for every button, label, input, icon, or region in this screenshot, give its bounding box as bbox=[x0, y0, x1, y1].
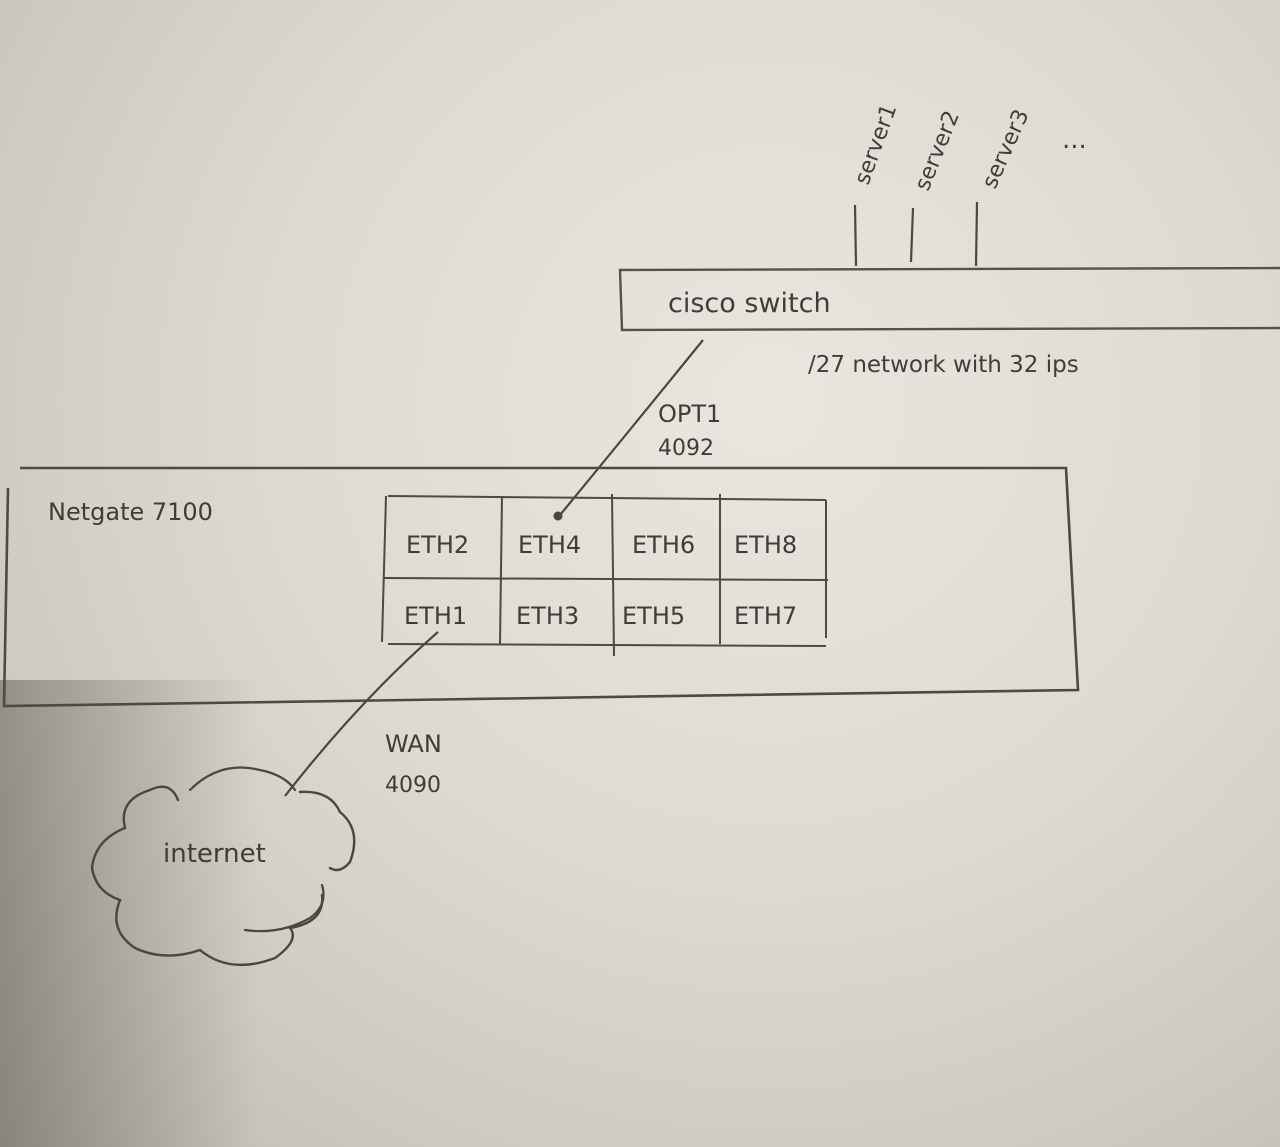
server2-link bbox=[909, 207, 915, 263]
cisco-switch: cisco switch /27 network with 32 ips bbox=[618, 266, 1280, 378]
server-links bbox=[853, 201, 979, 267]
server3-link bbox=[974, 201, 979, 267]
port-eth5: ETH5 bbox=[622, 602, 685, 630]
internet-cloud: internet bbox=[90, 766, 356, 967]
switch-label: cisco switch bbox=[668, 288, 831, 319]
opt-cable bbox=[559, 339, 704, 516]
opt-link-name: OPT1 bbox=[658, 400, 721, 428]
wan-link-name: WAN bbox=[385, 730, 442, 758]
port-eth2: ETH2 bbox=[406, 531, 469, 559]
opt-link-vlan: 4092 bbox=[658, 436, 714, 461]
netgate-firewall: Netgate 7100 ETH2 ETH4 ETH6 ETH8 ETH1 ET… bbox=[2, 466, 1080, 708]
port-grid-columns bbox=[381, 493, 827, 657]
port-eth1: ETH1 bbox=[404, 602, 467, 630]
wan-cable bbox=[284, 631, 439, 797]
wan-link-vlan: 4090 bbox=[385, 773, 441, 798]
eth4-connection-dot bbox=[553, 511, 563, 521]
more-servers-ellipsis: ... bbox=[1062, 125, 1087, 155]
switch-network-note: /27 network with 32 ips bbox=[808, 352, 1079, 378]
port-eth7: ETH7 bbox=[734, 602, 797, 630]
cloud-bottom-arc bbox=[243, 883, 325, 933]
switch-outline bbox=[618, 266, 1280, 332]
server2-label: server2 bbox=[910, 107, 965, 194]
server1-label: server1 bbox=[850, 101, 902, 188]
server-labels: server1 server2 server3 ... bbox=[850, 101, 1087, 194]
port-eth6: ETH6 bbox=[632, 531, 695, 559]
port-eth3: ETH3 bbox=[516, 602, 579, 630]
firewall-label: Netgate 7100 bbox=[48, 498, 213, 526]
wan-link: WAN 4090 bbox=[284, 631, 442, 798]
port-grid bbox=[381, 493, 829, 657]
cloud-top-arc bbox=[188, 766, 297, 792]
opt-link: OPT1 4092 bbox=[553, 339, 721, 521]
cloud-label: internet bbox=[163, 839, 266, 869]
port-grid-rows bbox=[383, 495, 829, 647]
cloud-outline bbox=[90, 785, 356, 967]
server3-label: server3 bbox=[978, 106, 1035, 193]
firewall-outline bbox=[2, 466, 1080, 708]
port-eth8: ETH8 bbox=[734, 531, 797, 559]
server1-link bbox=[853, 204, 858, 267]
port-eth4: ETH4 bbox=[518, 531, 581, 559]
